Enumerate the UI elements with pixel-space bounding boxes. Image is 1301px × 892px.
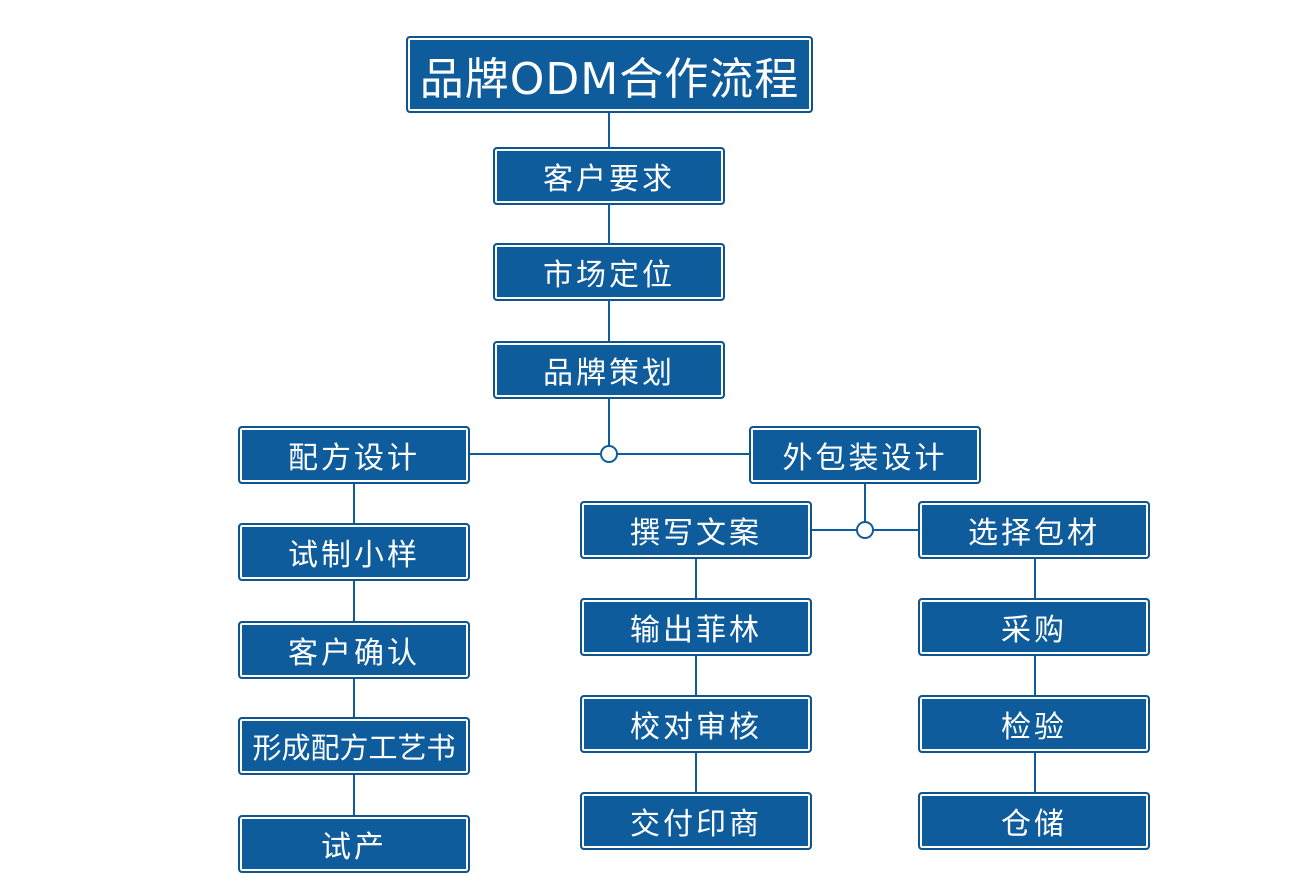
step-copywriting: 撰写文案 [580,501,812,559]
step-select-packaging-material: 选择包材 [918,501,1150,559]
junction-node-packaging [856,521,874,539]
step-trial-production: 试产 [238,815,470,873]
step-market-positioning: 市场定位 [493,243,725,301]
step-packaging-design: 外包装设计 [749,426,981,484]
step-customer-confirmation: 客户确认 [238,621,470,679]
junction-node-main [600,445,618,463]
step-output-film: 输出菲林 [580,598,812,656]
page-title: 品牌ODM合作流程 [406,36,813,113]
step-brand-planning: 品牌策划 [493,341,725,399]
step-customer-requirements: 客户要求 [493,147,725,205]
step-inspection: 检验 [918,695,1150,753]
step-procurement: 采购 [918,598,1150,656]
step-sample-trial: 试制小样 [238,523,470,581]
step-deliver-to-printer: 交付印商 [580,792,812,850]
step-warehousing: 仓储 [918,792,1150,850]
step-formula-process-document: 形成配方工艺书 [238,717,470,775]
step-proofreading-review: 校对审核 [580,695,812,753]
step-formula-design: 配方设计 [238,426,470,484]
